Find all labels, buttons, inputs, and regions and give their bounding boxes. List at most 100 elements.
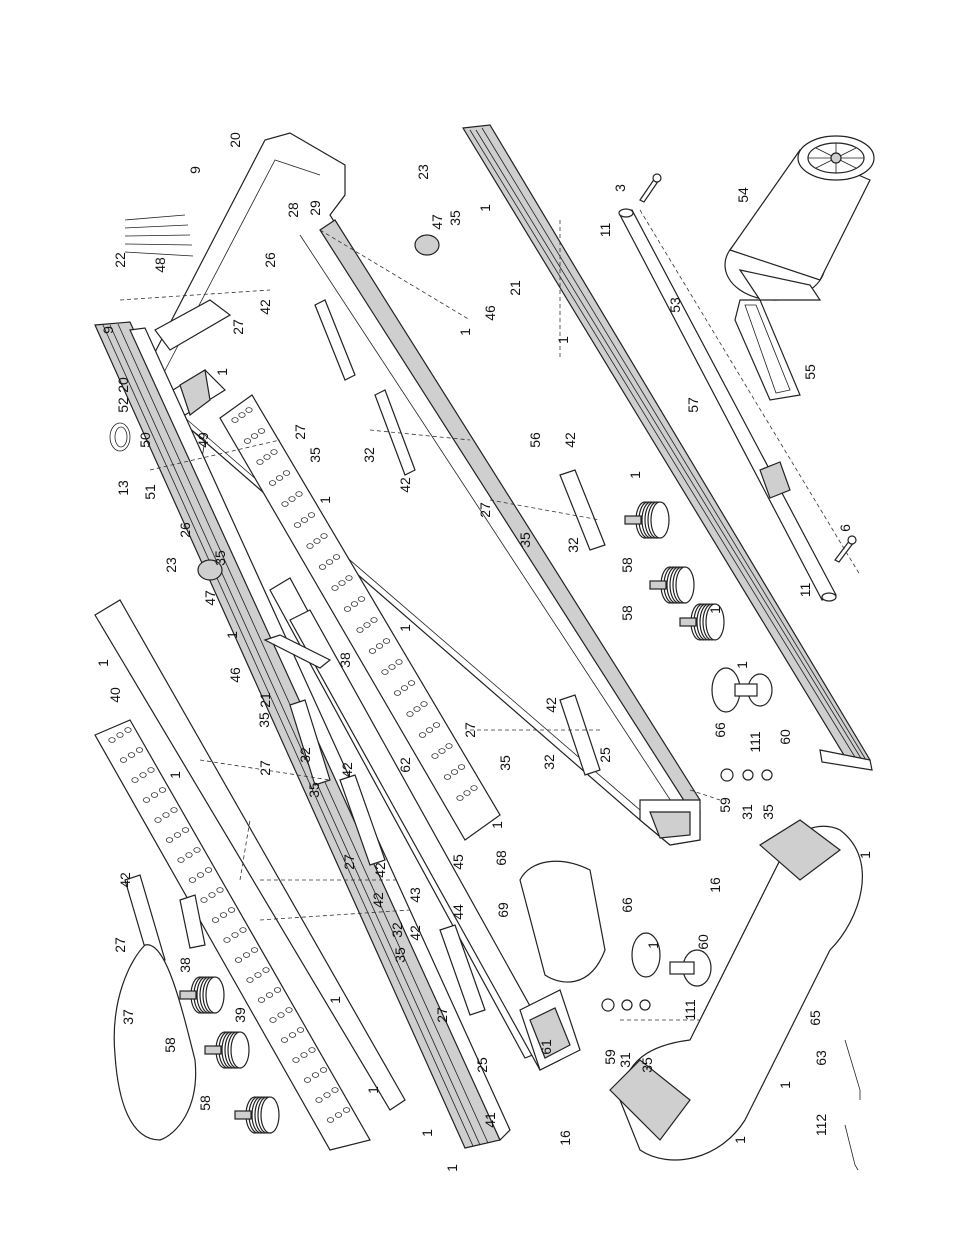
deck-hole — [323, 1092, 331, 1098]
part-number-label: 1 — [857, 851, 873, 859]
deck-hole — [388, 664, 396, 670]
part-number-label: 1 — [645, 941, 661, 949]
side-rail-41 — [94, 321, 511, 1149]
deck-hole — [269, 1017, 277, 1023]
part-number-label: 29 — [307, 200, 323, 216]
part-number-label: 9 — [100, 326, 116, 334]
part-number-label: 23 — [415, 164, 431, 180]
part-number-label: 35 — [306, 782, 322, 798]
part-number-label: 42 — [370, 892, 386, 908]
deck-hole — [243, 438, 252, 444]
part-number-label: 31 — [617, 1052, 633, 1068]
part-number-label: 6 — [837, 524, 853, 532]
deck-hole — [432, 722, 441, 728]
deck-hole — [463, 790, 471, 796]
part-number-label: 11 — [797, 583, 813, 598]
part-number-label: 35 — [760, 804, 776, 820]
cushion-stem — [624, 515, 642, 525]
part-number-label: 45 — [450, 854, 466, 870]
part-number-label: 35 — [517, 532, 533, 548]
deck-hole — [311, 1072, 320, 1078]
cushion-disc — [230, 1031, 250, 1069]
deck-hole — [135, 747, 144, 753]
deck-hole — [315, 1097, 323, 1103]
part-number-label: 32 — [297, 747, 313, 763]
deck-hole — [395, 659, 403, 665]
part-number-label: 1 — [555, 336, 571, 344]
part-number-label: 46 — [482, 305, 498, 321]
deck-hole — [338, 580, 346, 586]
part-number-label: 27 — [292, 424, 308, 440]
deck-hole — [173, 832, 182, 838]
deck-hole — [231, 417, 239, 423]
part-number-label: 60 — [695, 934, 711, 950]
deck-hole — [313, 538, 321, 544]
cushion-disc — [260, 1096, 280, 1134]
part-number-label: 112 — [813, 1114, 829, 1137]
deck-hole — [295, 491, 303, 497]
cushion-disc — [650, 501, 670, 539]
deck-hole — [357, 596, 366, 602]
part-number-label: 13 — [115, 480, 131, 496]
part-number-label: 1 — [627, 471, 643, 479]
part-number-label: 59 — [602, 1049, 618, 1065]
deck-hole — [350, 601, 359, 607]
bar-38 — [179, 634, 332, 949]
bolt-3 — [639, 173, 662, 203]
deck-hole — [363, 622, 371, 628]
deck-hole — [420, 701, 428, 707]
part-number-label: 1 — [224, 631, 240, 639]
brackets-42 — [124, 299, 606, 1016]
deck-hole — [181, 827, 190, 833]
part-number-label: 26 — [177, 522, 193, 538]
part-number-label: 42 — [372, 862, 388, 878]
part-number-label: 1 — [489, 821, 505, 829]
deck-hole — [268, 480, 277, 486]
deck-hole — [285, 1007, 293, 1013]
cushion-stem — [234, 1110, 252, 1120]
deck-hole — [382, 638, 391, 644]
deck-hole — [343, 606, 352, 612]
part-number-label: 1 — [457, 328, 473, 336]
deck-hole — [418, 732, 427, 738]
part-number-label: 44 — [450, 904, 466, 920]
deck-hole — [425, 727, 434, 733]
deck-hole — [238, 412, 246, 418]
deck-hole — [275, 475, 284, 481]
part-number-label: 35 — [639, 1057, 655, 1073]
rollers-47 — [197, 234, 440, 581]
part-number-label: 1 — [397, 624, 413, 632]
deck-hole — [331, 1087, 339, 1093]
motor-54 — [724, 135, 875, 301]
deck-62 — [219, 394, 501, 841]
deck-hole — [308, 1047, 316, 1053]
deck-hole — [345, 575, 353, 581]
deck-hole — [450, 769, 459, 775]
belt-55 — [734, 299, 801, 401]
part-number-label: 27 — [477, 502, 493, 518]
part-number-label: 42 — [397, 477, 413, 493]
deck-hole — [306, 543, 314, 549]
deck-hole — [262, 967, 270, 973]
part-number-label: 40 — [107, 687, 123, 703]
part-number-label: 32 — [541, 754, 557, 770]
deck-hole — [257, 997, 266, 1003]
part-number-label: 16 — [707, 877, 723, 893]
assembly-lines — [119, 209, 861, 1021]
deck-hole — [185, 852, 193, 858]
part-number-label: 20 — [115, 377, 131, 393]
part-number-label: 26 — [262, 252, 278, 268]
part-number-label: 111 — [682, 999, 698, 1020]
washers — [601, 768, 773, 1012]
deck-hole — [368, 648, 377, 654]
part-number-label: 42 — [339, 762, 355, 778]
part-number-label: 58 — [162, 1037, 178, 1053]
deck-hole — [147, 767, 155, 773]
part-number-label: 58 — [619, 557, 635, 573]
deck-hole — [334, 1112, 343, 1118]
deck-hole — [282, 470, 291, 476]
deck-hole — [250, 947, 259, 953]
deck-hole — [292, 1057, 300, 1063]
part-number-label: 32 — [565, 537, 581, 553]
part-number-label: 1 — [734, 661, 750, 669]
